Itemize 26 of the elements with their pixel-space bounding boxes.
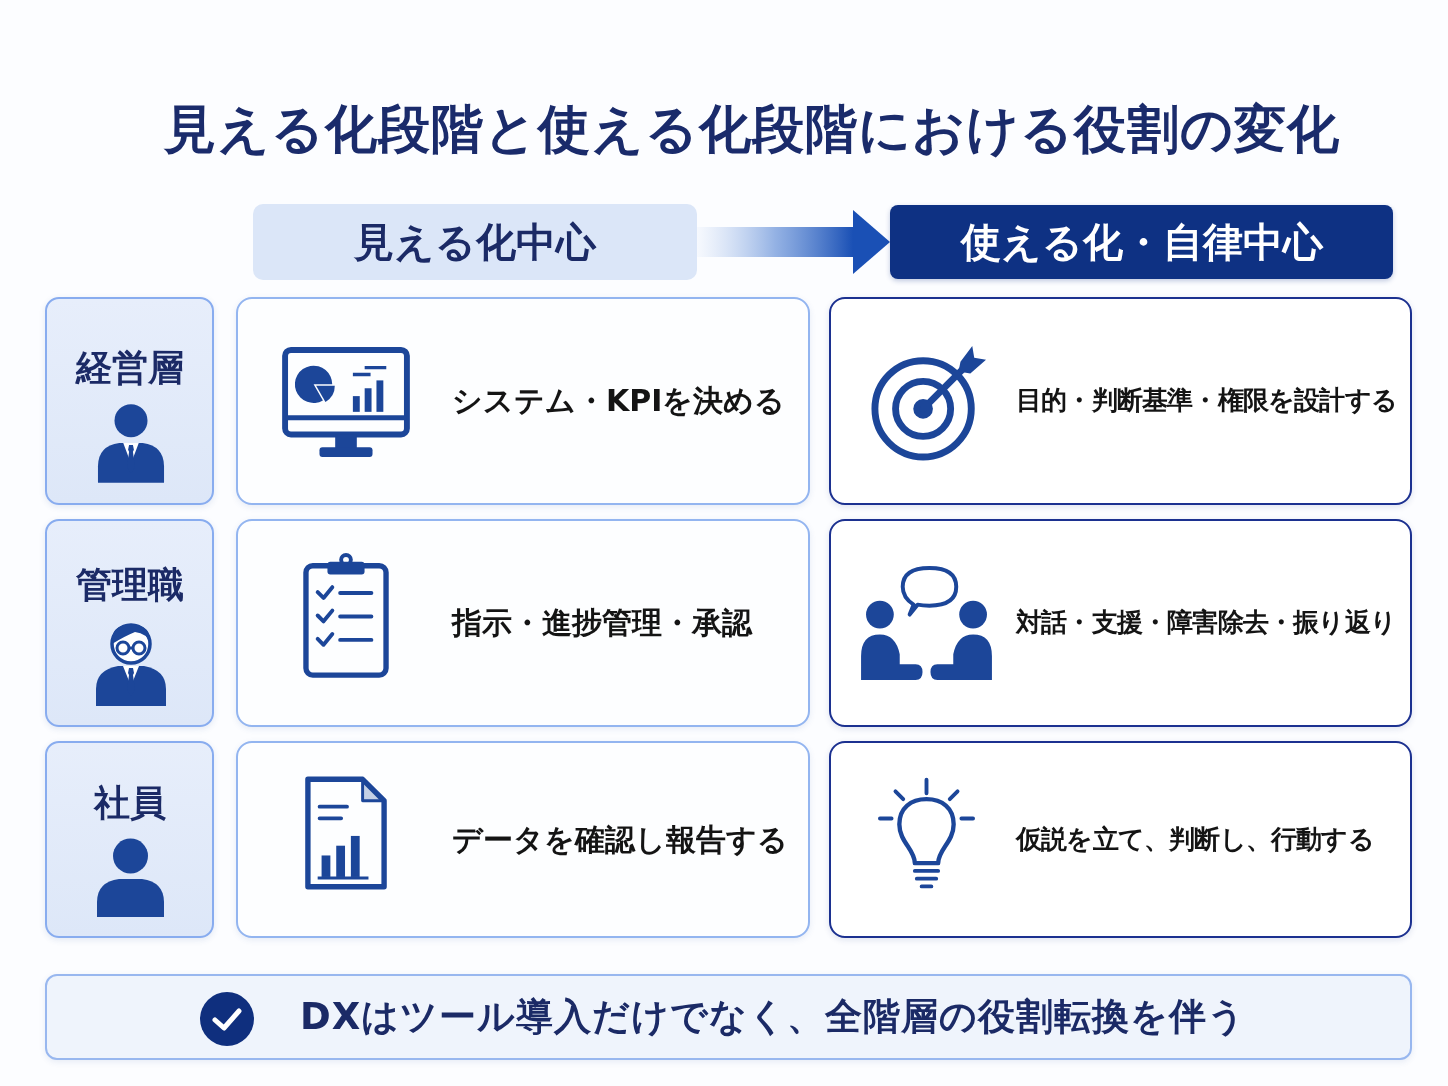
task-card bbox=[829, 519, 1412, 727]
arrow bbox=[697, 210, 890, 274]
column-heading: 使える化・自律中心 bbox=[960, 218, 1323, 266]
task-text: 目的・判断基準・権限を設計する bbox=[1016, 385, 1397, 417]
task-text: 対話・支援・障害除去・振り返り bbox=[1016, 607, 1396, 639]
role-name: 経営層 bbox=[75, 346, 184, 390]
task-text: データを確認し報告する bbox=[452, 821, 788, 858]
task-text: 指示・進捗管理・承認 bbox=[452, 605, 752, 641]
task-card bbox=[236, 297, 810, 505]
column-heading: 見える化中心 bbox=[354, 218, 596, 266]
role-name: 管理職 bbox=[75, 563, 184, 607]
role-card bbox=[45, 297, 214, 505]
task-text: システム・KPIを決める bbox=[452, 383, 786, 419]
task-card bbox=[236, 519, 810, 727]
role-card bbox=[45, 741, 214, 938]
task-card bbox=[829, 297, 1412, 505]
header-panel bbox=[890, 205, 1393, 279]
role-name: 社員 bbox=[93, 781, 166, 825]
summary-banner bbox=[45, 974, 1412, 1060]
title: 見える化段階と使える化段階における役割の変化 bbox=[164, 98, 1340, 161]
header-panel bbox=[253, 204, 697, 280]
task-text: 仮説を立て、判断し、行動する bbox=[1016, 823, 1374, 856]
task-card bbox=[829, 741, 1412, 938]
task-card bbox=[236, 741, 810, 938]
summary-text: DXはツール導入だけでなく、全階層の役割転換を伴う bbox=[300, 994, 1247, 1040]
role-card bbox=[45, 519, 214, 727]
